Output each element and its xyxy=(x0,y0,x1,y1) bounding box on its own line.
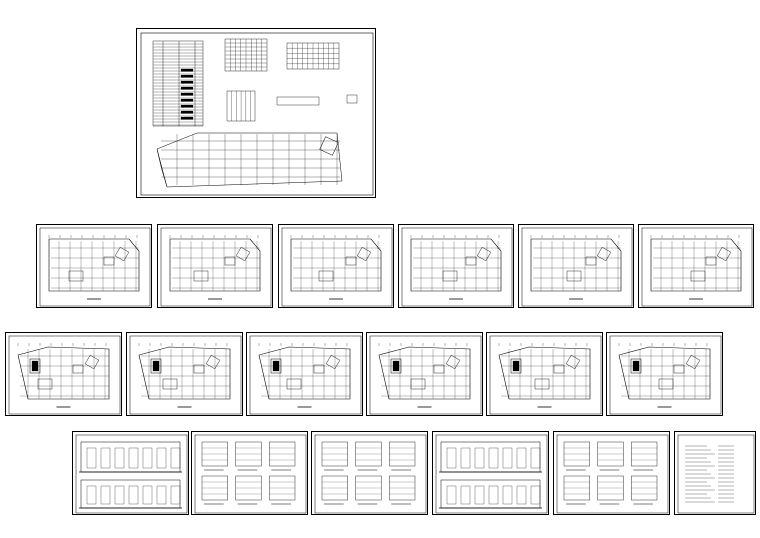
grid-plan-thumb xyxy=(224,38,358,122)
floor-plan-drawing xyxy=(401,227,513,307)
sheet-stair-details[interactable] xyxy=(311,431,428,515)
sheet-floor-plan[interactable] xyxy=(518,224,634,308)
node-details-svg xyxy=(556,434,669,514)
drawing-list-table xyxy=(152,40,204,127)
sheet-notes[interactable] xyxy=(674,431,756,515)
roof-plan-svg xyxy=(249,335,362,415)
floor-plan-drawing xyxy=(641,227,753,307)
sheet-floor-plan[interactable] xyxy=(157,224,273,308)
section-details-drawing xyxy=(194,434,307,514)
sheet-index[interactable] xyxy=(136,28,376,198)
floor-plan-svg xyxy=(641,227,753,307)
elevation-drawing xyxy=(435,434,548,514)
roof-plan-svg xyxy=(8,335,121,415)
sheet-floor-plan[interactable] xyxy=(638,224,754,308)
notes-svg xyxy=(677,434,755,514)
sheet-roof-plan[interactable] xyxy=(246,332,363,416)
sheet-elevation[interactable] xyxy=(432,431,549,515)
floor-plan-svg xyxy=(401,227,513,307)
roof-plan-svg xyxy=(609,335,722,415)
sheet-roof-plan[interactable] xyxy=(126,332,243,416)
floor-plan-svg xyxy=(521,227,633,307)
site-plan xyxy=(156,132,343,188)
index-drawing xyxy=(140,32,374,196)
sheet-roof-plan[interactable] xyxy=(5,332,122,416)
notes-drawing xyxy=(677,434,755,514)
roof-plan-drawing xyxy=(8,335,121,415)
roof-plan-drawing xyxy=(249,335,362,415)
roof-plan-drawing xyxy=(369,335,482,415)
stair-details-svg xyxy=(314,434,427,514)
floor-plan-drawing xyxy=(160,227,272,307)
sheet-roof-plan[interactable] xyxy=(366,332,483,416)
floor-plan-svg xyxy=(281,227,393,307)
sheet-roof-plan[interactable] xyxy=(606,332,723,416)
sheet-floor-plan[interactable] xyxy=(36,224,152,308)
sheet-floor-plan[interactable] xyxy=(398,224,514,308)
floor-plan-svg xyxy=(160,227,272,307)
sheet-section-details[interactable] xyxy=(191,431,308,515)
section-details-svg xyxy=(194,434,307,514)
floor-plan-drawing xyxy=(521,227,633,307)
roof-plan-svg xyxy=(129,335,242,415)
sheet-floor-plan[interactable] xyxy=(278,224,394,308)
elevation-drawing xyxy=(75,434,188,514)
floor-plan-drawing xyxy=(39,227,151,307)
elevation-svg xyxy=(75,434,188,514)
sheet-elevation[interactable] xyxy=(72,431,189,515)
roof-plan-svg xyxy=(489,335,602,415)
roof-plan-svg xyxy=(369,335,482,415)
sheet-node-details[interactable] xyxy=(553,431,670,515)
elevation-svg xyxy=(435,434,548,514)
floor-plan-svg xyxy=(39,227,151,307)
floor-plan-drawing xyxy=(281,227,393,307)
stair-details-drawing xyxy=(314,434,427,514)
roof-plan-drawing xyxy=(489,335,602,415)
sheet-roof-plan[interactable] xyxy=(486,332,603,416)
roof-plan-drawing xyxy=(609,335,722,415)
roof-plan-drawing xyxy=(129,335,242,415)
node-details-drawing xyxy=(556,434,669,514)
